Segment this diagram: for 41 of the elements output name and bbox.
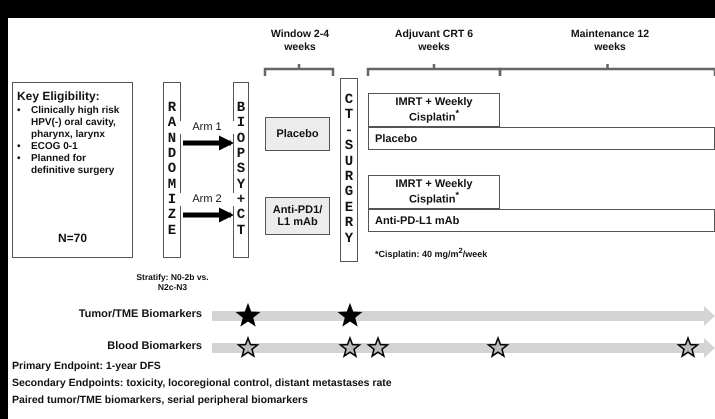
treatment-box	[265, 197, 330, 235]
treatment-label: Anti-PD1/ L1 mAb	[272, 204, 324, 228]
endpoint-text: Paired tumor/TME biomarkers, serial peripheral biomarkers	[12, 394, 309, 407]
sample-size: N=70	[56, 231, 88, 245]
criterion-text: Planned for definitive surgery	[31, 153, 116, 177]
endpoint-text: Primary Endpoint: 1-year DFS	[12, 360, 162, 373]
heading: Key Eligibility:	[17, 89, 101, 103]
row-label: Blood Biomarkers	[106, 340, 202, 354]
phase-label: Maintenance 12 weeks	[570, 28, 650, 54]
phase-label: Adjuvant CRT 6 weeks	[394, 28, 474, 54]
treatment-label: Placebo	[375, 132, 418, 144]
footnote: *Cisplatin: 40 mg/m$^{2}$/week	[375, 246, 488, 260]
edge-label: Arm 2	[179, 193, 235, 206]
endpoint-text: Secondary Endpoints: toxicity, locoregional control, distant metastases rate	[12, 377, 393, 390]
bullet-mark: •	[17, 141, 22, 153]
step-label: CT-SURGERY	[344, 93, 354, 247]
therapy-box	[368, 93, 500, 127]
row-label: Tumor/TME Biomarkers	[78, 308, 202, 322]
therapy-box	[368, 175, 500, 209]
step-label: BIOPSY+CT	[236, 100, 246, 240]
treatment-label: IMRT + Weekly Cisplatin$^{*}$	[394, 96, 474, 124]
treatment-label: Placebo	[276, 128, 319, 140]
step-column	[233, 82, 249, 258]
step-column	[163, 82, 181, 258]
arrow	[183, 136, 234, 150]
bullet-mark: •	[17, 105, 22, 118]
criterion-text: ECOG 0-1	[31, 141, 79, 153]
treatment-bar	[368, 209, 715, 232]
treatment-label: IMRT + Weekly Cisplatin$^{*}$	[394, 178, 474, 206]
treatment-bar	[368, 127, 715, 150]
phase-label: Window 2-4 weeks	[270, 28, 330, 54]
bullet-mark: •	[17, 153, 22, 166]
stratify-note: Stratify: N0-2b vs. N2c-N3	[135, 272, 210, 292]
treatment-box	[265, 117, 330, 151]
arrow	[183, 208, 234, 222]
edge-label: Arm 1	[179, 121, 235, 134]
treatment-label: Anti-PD-L1 mAb	[375, 214, 460, 226]
step-column	[340, 78, 358, 262]
criterion-text: Clinically high risk HPV(-) oral cavity, pharynx, larynx	[31, 105, 120, 141]
step-label: RANDOMIZE	[166, 100, 178, 240]
eligibility-box	[12, 82, 133, 258]
